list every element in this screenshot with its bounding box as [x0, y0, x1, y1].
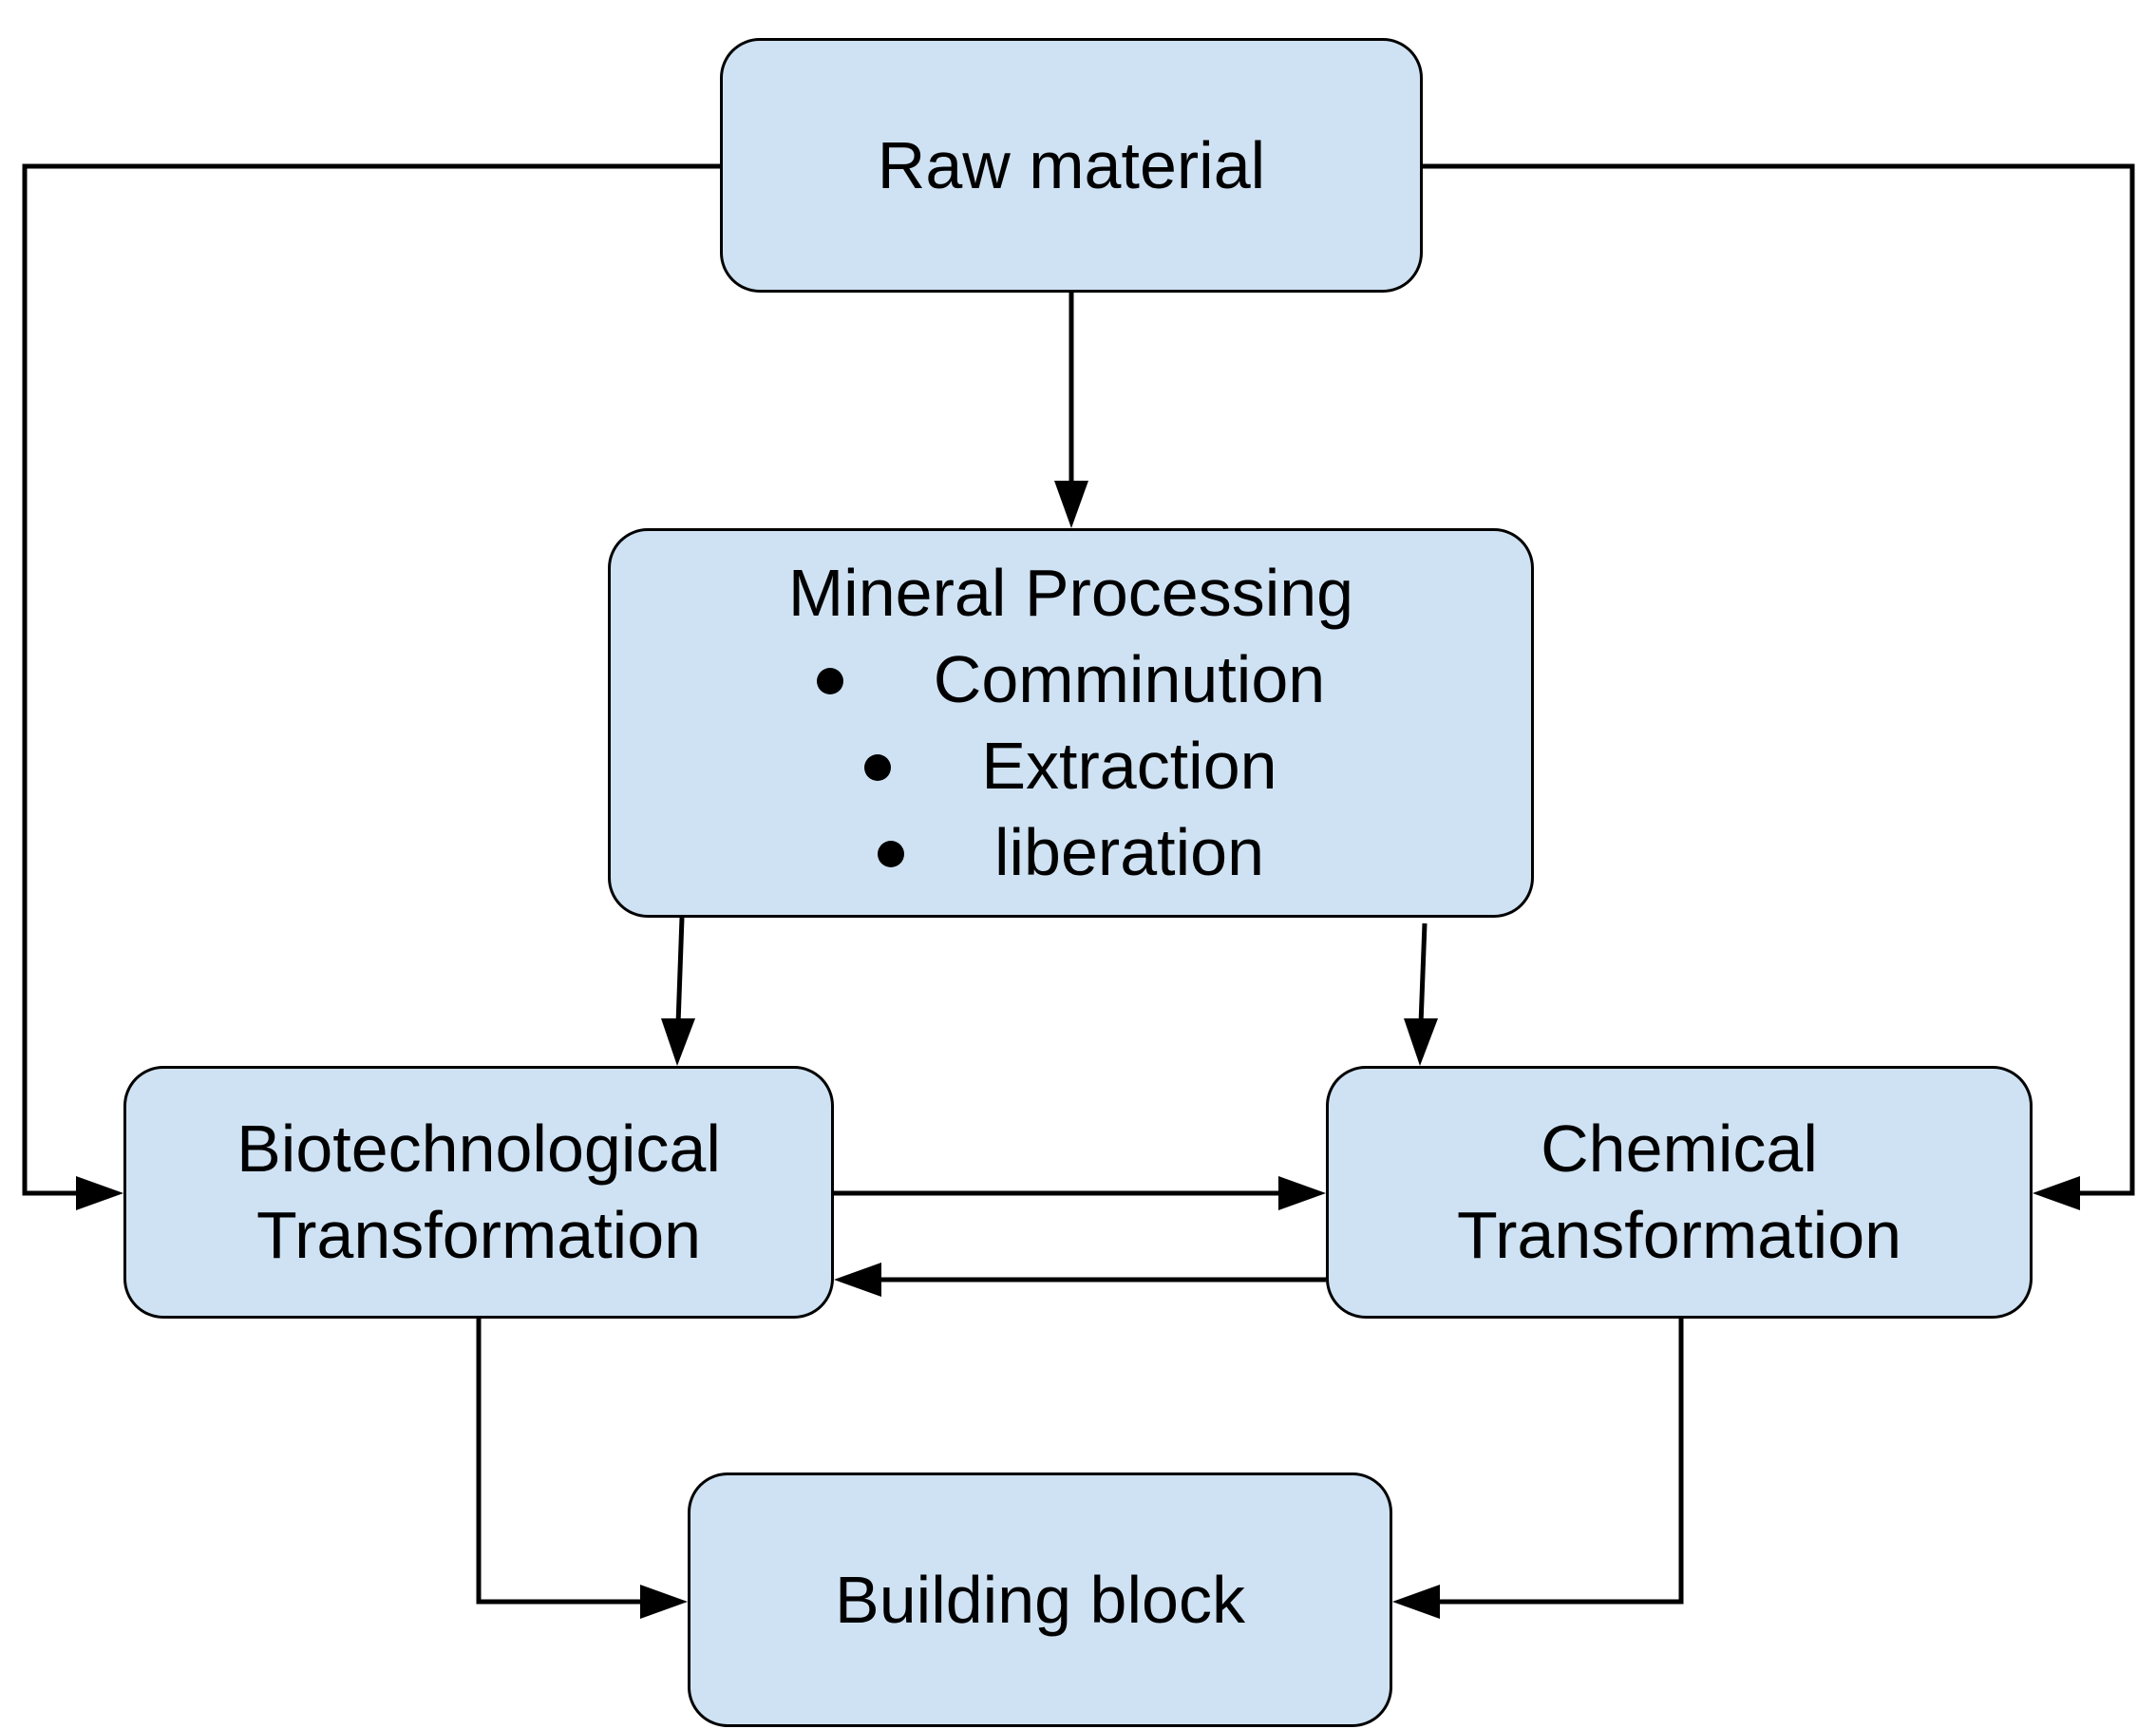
- node-label: Building block: [835, 1562, 1245, 1637]
- edge-raw-to-chemical: [1423, 163, 2135, 1196]
- bullet-item: Comminution: [816, 636, 1326, 723]
- arrowhead: [661, 1018, 695, 1066]
- arrowhead: [1392, 1585, 1440, 1619]
- bullet-item: liberation: [817, 809, 1325, 896]
- bullet-icon: [877, 840, 904, 867]
- edge-mineral-to-biotech: [675, 917, 685, 1025]
- node-title: Mineral Processing: [787, 556, 1354, 630]
- node-label-line1: Chemical: [1541, 1112, 1818, 1186]
- node-label-line1: Biotechnological: [236, 1112, 721, 1186]
- arrowhead: [2033, 1176, 2080, 1210]
- bullet-text: liberation: [993, 815, 1265, 889]
- bullet-list: Comminution Extraction liberation: [816, 636, 1326, 896]
- node-mineral-processing: Mineral Processing Comminution Extractio…: [608, 528, 1534, 918]
- node-chemical-transformation: Chemical Transformation: [1326, 1066, 2033, 1319]
- node-label-line2: Transformation: [255, 1198, 702, 1272]
- edge-biotech-to-building: [476, 1319, 646, 1605]
- edge-mineral-to-chemical: [1418, 922, 1428, 1025]
- bullet-text: Comminution: [933, 642, 1326, 716]
- node-raw-material: Raw material: [720, 38, 1423, 293]
- arrowhead: [1278, 1176, 1326, 1210]
- node-label-line2: Transformation: [1456, 1198, 1902, 1272]
- bullet-icon: [816, 667, 843, 694]
- arrowhead: [640, 1585, 688, 1619]
- arrowhead: [834, 1263, 881, 1297]
- node-biotechnological-transformation: Biotechnological Transformation: [123, 1066, 834, 1319]
- edge-raw-to-biotech: [22, 163, 720, 1196]
- arrowhead: [1404, 1018, 1438, 1066]
- node-label: Raw material: [877, 127, 1266, 202]
- node-building-block: Building block: [688, 1472, 1392, 1727]
- bullet-text: Extraction: [981, 729, 1277, 803]
- arrowhead: [76, 1176, 123, 1210]
- arrowhead: [1054, 481, 1088, 528]
- bullet-item: Extraction: [817, 723, 1325, 809]
- bullet-icon: [864, 753, 892, 781]
- edge-chemical-to-building: [1434, 1319, 1684, 1605]
